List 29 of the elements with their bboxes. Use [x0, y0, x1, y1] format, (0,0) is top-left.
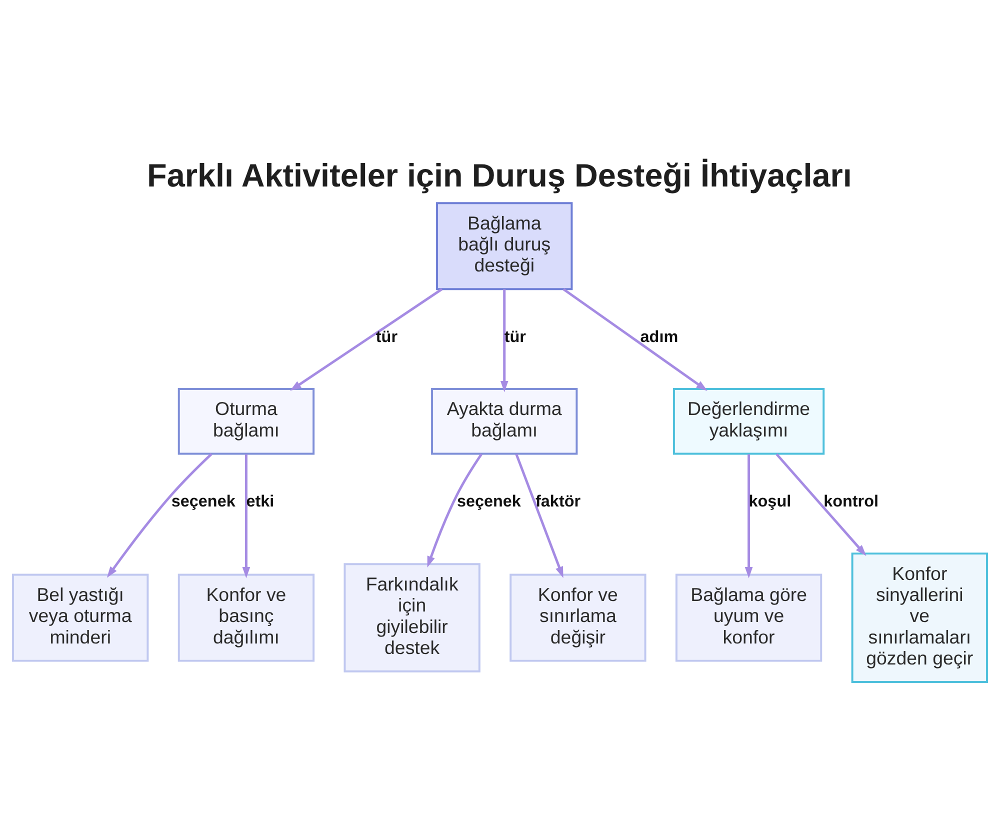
node-box: Ayakta durma bağlamı — [431, 387, 578, 454]
edge-label: seçenek — [171, 492, 236, 510]
diagram-title: Farklı Aktiviteler için Duruş Desteği İhtiyaçları — [147, 157, 852, 194]
edge-label: seçenek — [456, 492, 521, 510]
edge-label: tür — [504, 328, 526, 346]
node-box: Konfor sinyallerini ve sınırlamaları gözden geçir — [851, 552, 988, 682]
node-box: Değerlendirme yaklaşımı — [672, 387, 825, 454]
node-box: Farkındalık için giyilebilir destek — [344, 562, 480, 672]
edge-label: etki — [246, 492, 274, 510]
edge-label: koşul — [748, 492, 792, 510]
arrow — [290, 288, 443, 390]
node-box: Konfor ve basınç dağılımı — [178, 573, 315, 662]
arrow — [515, 453, 564, 578]
arrow — [562, 288, 708, 390]
arrow — [106, 452, 212, 578]
arrow — [776, 452, 866, 556]
edge-label: kontrol — [824, 492, 879, 510]
node-box: Bağlama bağlı duruş desteği — [436, 202, 573, 290]
node-box: Bağlama göre uyum ve konfor — [675, 573, 822, 662]
edge-label: adım — [640, 328, 678, 346]
node-box: Bel yastığı veya oturma minderi — [12, 573, 149, 662]
arrow — [242, 454, 250, 578]
arrow — [427, 452, 483, 568]
arrow — [500, 288, 508, 392]
node-box: Konfor ve sınırlama değişir — [510, 573, 646, 662]
node-box: Oturma bağlamı — [178, 387, 315, 454]
edge-label: faktör — [536, 492, 581, 510]
edge-label: tür — [376, 328, 398, 346]
arrow — [744, 454, 753, 578]
